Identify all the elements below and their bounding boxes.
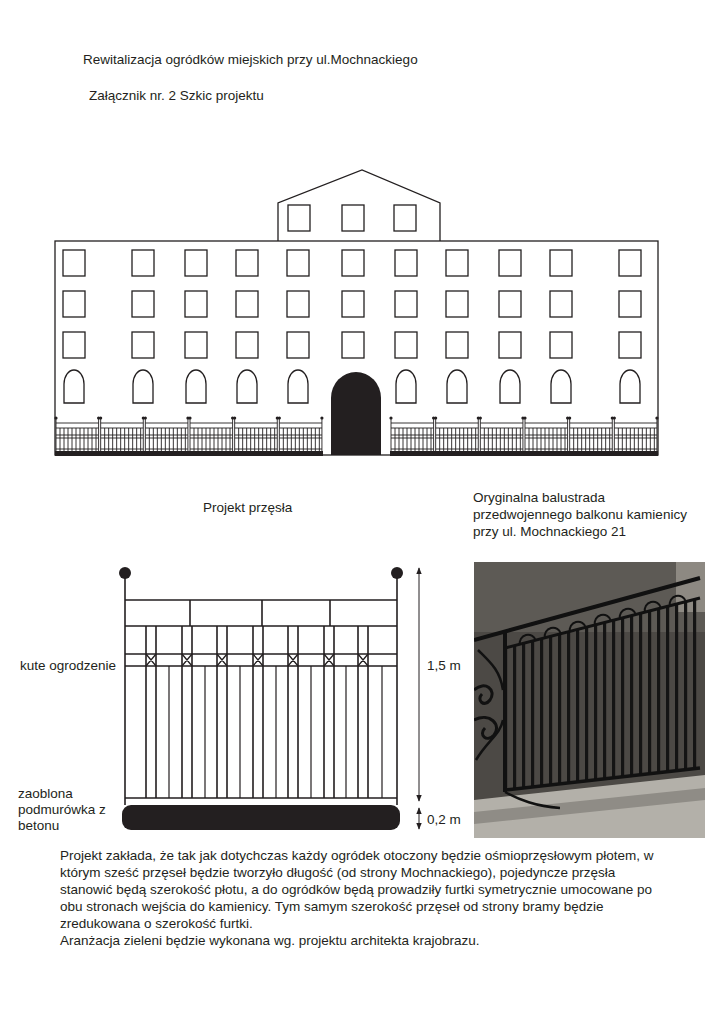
window-row — [63, 332, 641, 358]
post-ball — [391, 567, 403, 579]
bars — [169, 666, 382, 798]
gable — [278, 170, 440, 241]
part-label: zaoblona podmurówka z betonu — [18, 786, 114, 834]
rails — [125, 600, 397, 798]
document-title: Rewitalizacja ogródków miejskich przy ul… — [83, 51, 418, 68]
fence — [389, 416, 658, 456]
description-text: Projekt zakłada, że tak jak dotychczas k… — [60, 847, 670, 932]
bars — [146, 626, 368, 798]
panel-drawing — [119, 567, 403, 830]
window — [394, 205, 416, 231]
dimension-lines — [419, 568, 420, 829]
window-row — [63, 291, 641, 317]
facade — [55, 241, 658, 455]
gate — [331, 372, 381, 455]
balustrade-photo — [474, 562, 705, 838]
window — [288, 205, 310, 231]
post — [124, 576, 126, 805]
fence — [54, 416, 323, 456]
railing — [474, 578, 700, 808]
window — [342, 205, 364, 231]
dimension-label: 1,5 m — [425, 657, 463, 674]
part-label: kute ogrodzenie — [18, 657, 118, 674]
window-row — [63, 250, 641, 276]
photo-caption: Oryginalna balustrada przedwojennego bal… — [473, 489, 705, 540]
cross-ornaments — [146, 654, 368, 666]
dimension-label: 0,2 m — [425, 811, 463, 828]
building-elevation — [54, 170, 658, 456]
post — [396, 576, 398, 805]
rail-dividers — [190, 600, 330, 626]
photo-background — [474, 562, 705, 838]
dimension-line — [419, 808, 420, 829]
concrete-base — [122, 805, 400, 830]
dimension-line — [419, 568, 420, 801]
balcony-slab-edge — [474, 788, 705, 824]
note-text: Aranżacja zieleni będzie wykonana wg. pr… — [60, 932, 670, 949]
appendix-label: Załącznik nr. 2 Szkic projektu — [89, 87, 264, 104]
section-heading: Projekt przęsła — [203, 499, 292, 516]
railing-bars — [505, 598, 700, 790]
post-ball — [119, 567, 131, 579]
